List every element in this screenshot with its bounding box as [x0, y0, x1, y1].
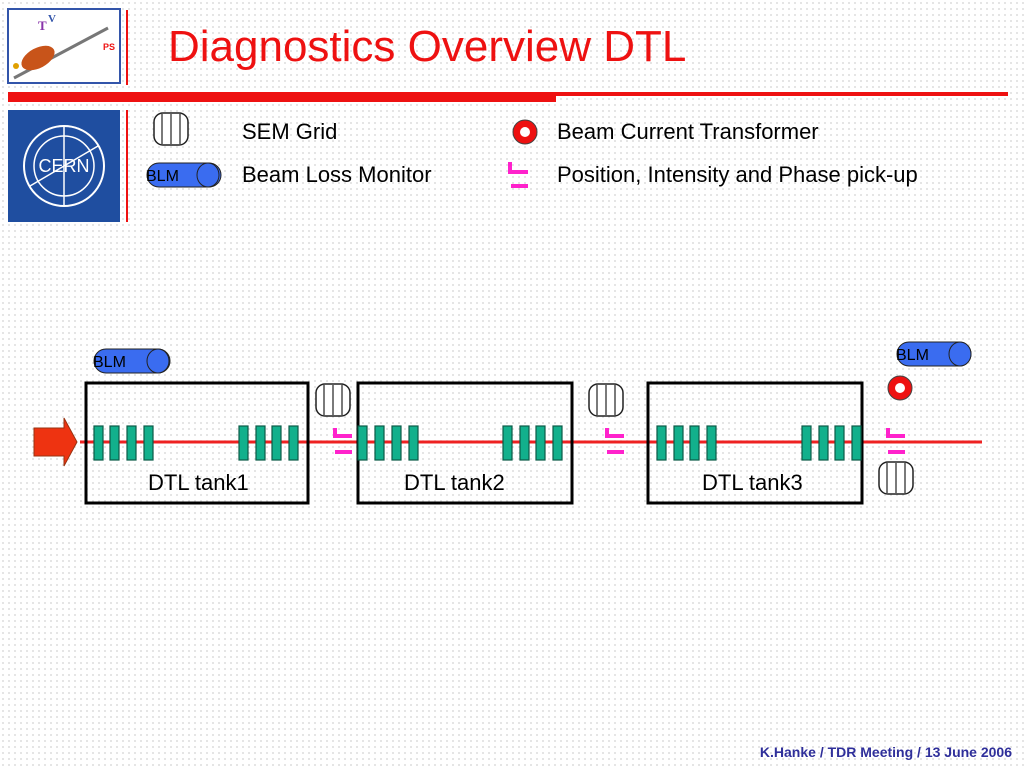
header-bar-thin: [556, 92, 1008, 96]
dtl-tank1: [84, 381, 310, 505]
drift-tube: [502, 425, 513, 461]
header-bar-thick: [8, 92, 556, 102]
tank2-label: DTL tank2: [404, 470, 505, 495]
drift-tube: [673, 425, 684, 461]
legend-bct-label: Beam Current Transformer: [557, 119, 819, 144]
drift-tube: [801, 425, 812, 461]
tank3-drift-tubes: [656, 425, 862, 461]
drift-tube: [143, 425, 154, 461]
svg-text:BLM: BLM: [896, 347, 929, 364]
legend-sem-grid-label: SEM Grid: [242, 119, 338, 144]
legend-pickup-icon: [508, 162, 528, 188]
sem-grid-3-icon: [878, 461, 914, 495]
bct-icon: [887, 375, 913, 401]
legend-sem-grid-icon: [153, 112, 189, 146]
drift-tube: [818, 425, 829, 461]
drift-tube: [391, 425, 402, 461]
svg-text:BLM: BLM: [93, 354, 126, 371]
legend-blm-label: Beam Loss Monitor: [242, 162, 432, 187]
drift-tube: [374, 425, 385, 461]
pickup-2-icon: [605, 428, 624, 454]
drift-tube: [238, 425, 249, 461]
tank1-label: DTL tank1: [148, 470, 249, 495]
drift-tube: [552, 425, 563, 461]
sem-grid-2-icon: [588, 383, 624, 417]
cern-logo-icon: CERN: [8, 110, 120, 222]
page-title: Diagnostics Overview DTL: [168, 22, 687, 71]
beam-direction-arrow-icon: [33, 417, 78, 467]
drift-tube: [535, 425, 546, 461]
drift-tube: [656, 425, 667, 461]
footer-text: K.Hanke / TDR Meeting / 13 June 2006: [759, 744, 1012, 760]
legend-bct-icon: [512, 119, 538, 145]
tank2-drift-tubes: [357, 425, 563, 461]
drift-tube: [288, 425, 299, 461]
svg-text:BLM: BLM: [146, 168, 179, 185]
drift-tube: [689, 425, 700, 461]
pickup-1-icon: [333, 428, 352, 454]
svg-text:V: V: [48, 13, 56, 25]
drift-tube: [834, 425, 845, 461]
ps-logo-icon: T V PS: [7, 8, 121, 84]
dtl-tank3: [646, 381, 864, 505]
blm-right-icon: BLM: [896, 341, 972, 367]
drift-tube: [93, 425, 104, 461]
legend-blm-icon: BLM: [146, 162, 222, 188]
tank3-label: DTL tank3: [702, 470, 803, 495]
drift-tube: [851, 425, 862, 461]
drift-tube: [271, 425, 282, 461]
pickup-3-icon: [886, 428, 905, 454]
drift-tube: [706, 425, 717, 461]
tank1-drift-tubes: [93, 425, 299, 461]
svg-text:PS: PS: [103, 42, 115, 52]
legend-pickup-label: Position, Intensity and Phase pick-up: [557, 162, 918, 187]
sem-grid-1-icon: [315, 383, 351, 417]
blm-left-icon: BLM: [93, 348, 171, 374]
drift-tube: [109, 425, 120, 461]
svg-text:CERN: CERN: [38, 156, 89, 176]
drift-tube: [408, 425, 419, 461]
svg-text:T: T: [38, 18, 47, 33]
drift-tube: [255, 425, 266, 461]
drift-tube: [357, 425, 368, 461]
drift-tube: [519, 425, 530, 461]
drift-tube: [126, 425, 137, 461]
